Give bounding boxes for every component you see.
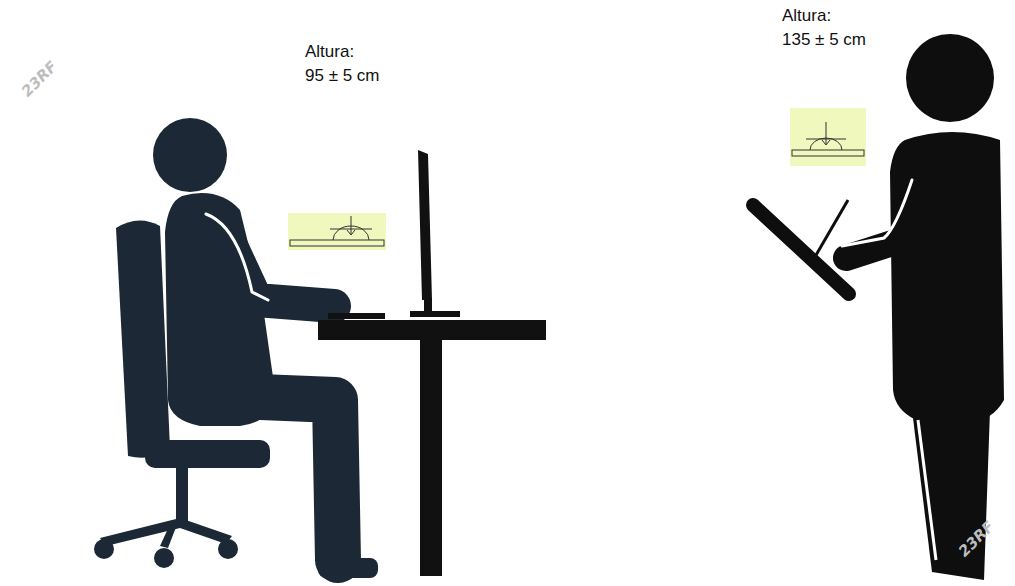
arm (846, 172, 924, 258)
standing-worker (753, 34, 1004, 580)
monitor-base (410, 311, 460, 317)
chair-wheel (154, 548, 174, 568)
monitor (418, 150, 432, 300)
keyboard (328, 313, 385, 319)
symbol-ground (790, 108, 866, 166)
head (906, 34, 994, 122)
height-value: 95 ± 5 cm (305, 66, 380, 86)
leg-outline (918, 420, 936, 560)
symbol-arrow (351, 216, 352, 234)
symbol-ground (288, 213, 386, 250)
desk-top (318, 320, 546, 340)
chair-seat (145, 440, 270, 468)
head (153, 118, 227, 192)
leg (212, 395, 338, 560)
symbol-base (290, 240, 384, 246)
watermark: 23RF (18, 58, 61, 101)
arm-outline (842, 180, 912, 246)
chair-back (116, 220, 170, 457)
height-value: 135 ± 5 cm (782, 30, 866, 50)
chair-base (160, 520, 178, 548)
chair-wheel (218, 539, 238, 559)
desk-leg (420, 338, 442, 576)
symbol-arrow (826, 122, 827, 144)
chair-post (176, 466, 188, 524)
symbol-arrow (347, 230, 355, 235)
symbol-arrow (822, 140, 830, 145)
luminaire-symbol (790, 108, 866, 166)
symbol-base (792, 150, 864, 156)
torso (890, 132, 1004, 421)
tablet (753, 205, 849, 294)
stylus (812, 200, 848, 262)
monitor-neck (424, 298, 432, 312)
foot (318, 558, 378, 578)
chair-wheel (94, 539, 114, 559)
seated-worker (94, 118, 378, 578)
luminaire-symbol (288, 213, 386, 250)
height-label: Altura: (782, 6, 831, 26)
height-label: Altura: (305, 42, 354, 62)
arm-outline (206, 214, 268, 300)
leg (912, 410, 990, 580)
